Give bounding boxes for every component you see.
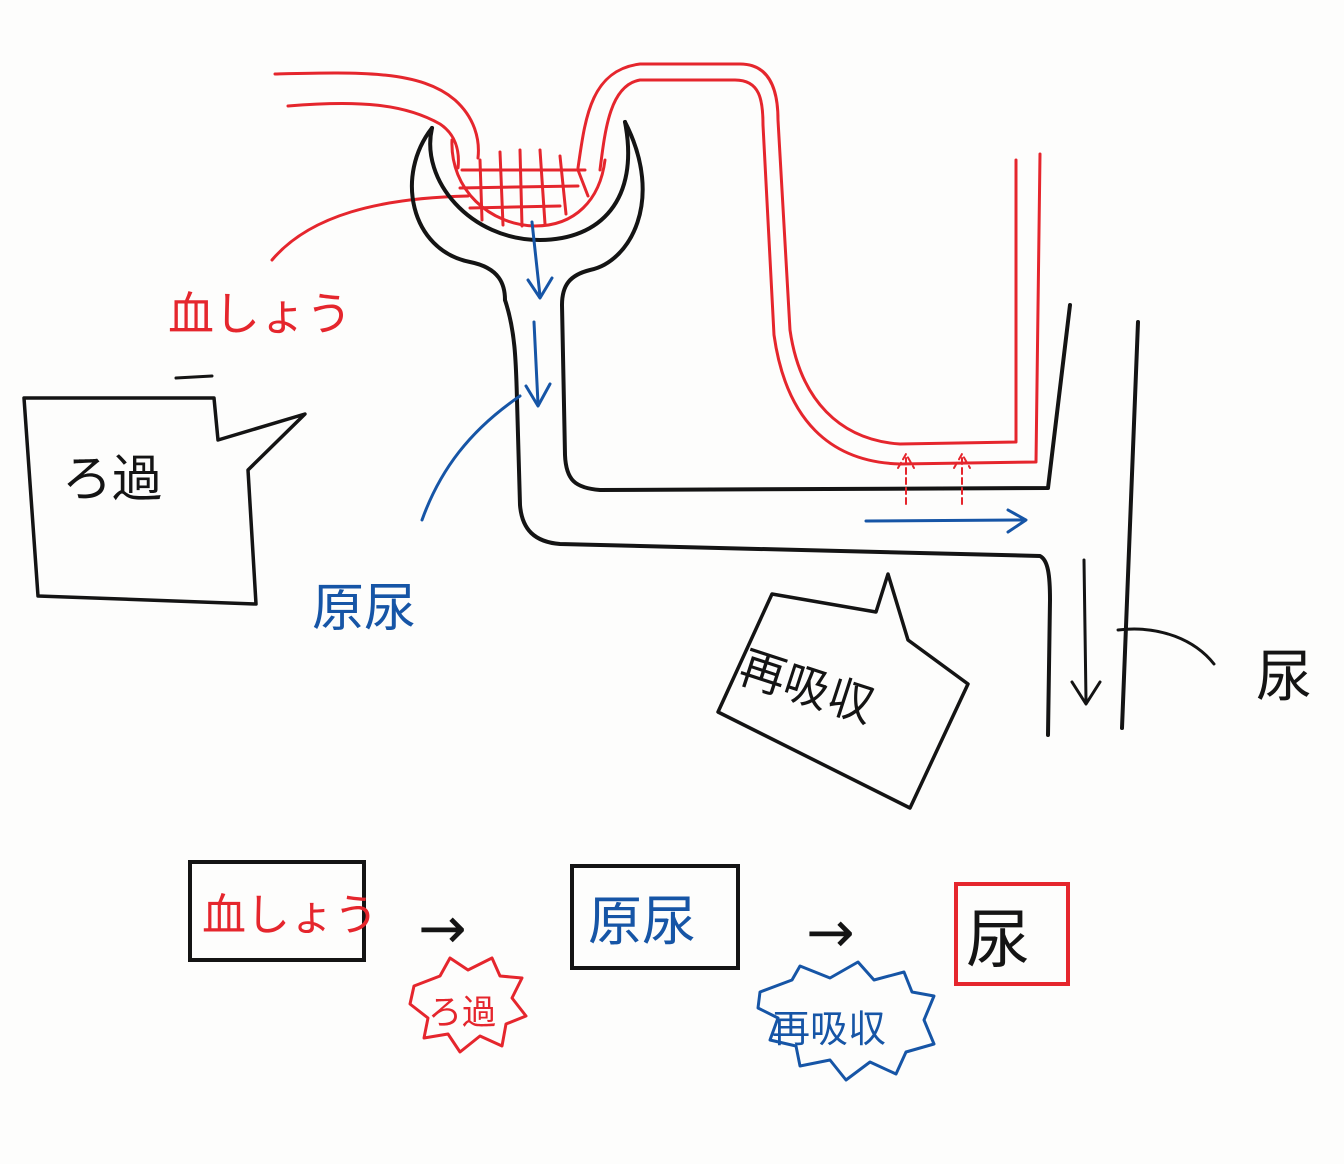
filtration-arrows [420,220,1028,534]
label-reabsorption: 再吸収 [733,640,881,734]
reabsorption-callout-bubble [716,572,970,810]
collecting-duct-arrow [1070,558,1216,706]
label-plasma: 血しょう [168,287,352,341]
summary-flow: 血しょう → ろ過 原尿 → 再吸収 尿 [188,860,1070,1082]
flow-box-plasma [188,860,366,962]
flow-step-primary-urine: 原尿 [588,890,696,953]
flow-burst-reabsorption [756,960,936,1082]
filtration-callout-bubble [22,396,307,606]
label-filtration: ろ過 [62,450,162,508]
flow-process-filtration: ろ過 [428,993,496,1033]
flow-step-plasma: 血しょう [202,890,378,941]
flow-box-primary-urine [570,864,740,970]
label-urine: 尿 [1256,645,1312,710]
reabsorption-arrows [897,451,971,505]
nephron-tubule [410,120,1140,737]
flow-box-urine [954,882,1070,986]
filtration-callout-bubble-tab [174,374,214,380]
flow-process-reabsorption: 再吸収 [772,1007,886,1051]
flow-arrow-1: → [418,894,467,962]
flow-arrow-2: → [806,898,855,966]
flow-burst-filtration [408,956,528,1054]
flow-step-urine: 尿 [966,904,1030,978]
label-primary-urine: 原尿 [312,579,416,639]
blood-vessel [270,62,1042,466]
